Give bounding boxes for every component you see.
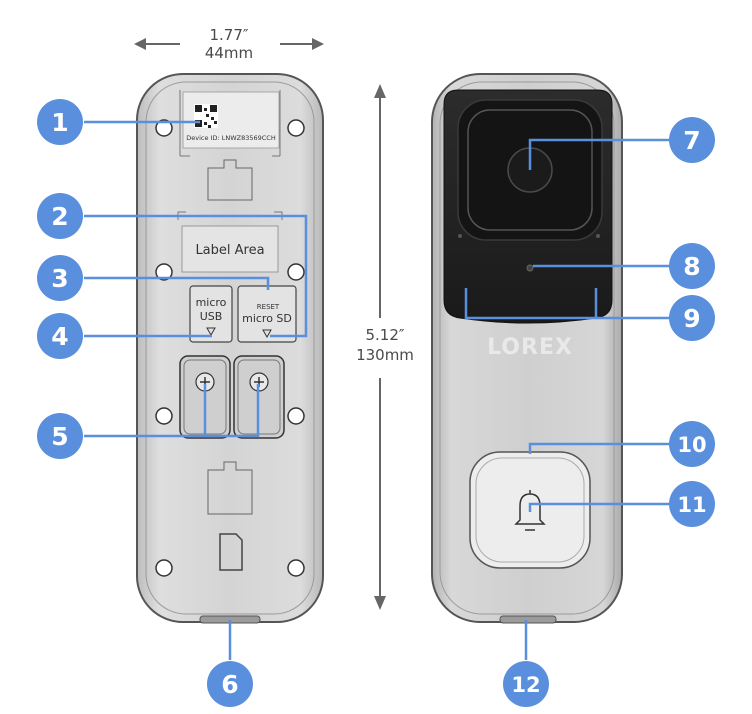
callout-6-label: 6	[221, 670, 238, 699]
callouts: 1 2 3 4 5 6 7 8	[37, 99, 715, 707]
device-label: Device ID: LNWZ83569CCH	[179, 90, 281, 157]
bottom-slot	[499, 615, 557, 624]
callout-2-label: 2	[51, 202, 68, 231]
callout-2: 2	[37, 193, 83, 239]
brand-logo: LOREX	[487, 335, 573, 360]
callout-11-label: 11	[677, 493, 706, 517]
arrow-left-icon	[134, 38, 180, 50]
callout-10: 10	[669, 421, 715, 467]
callout-3: 3	[37, 255, 83, 301]
bell-icon	[514, 490, 546, 531]
width-inches: 1.77″	[209, 26, 248, 44]
sd-card-icon	[219, 533, 243, 571]
height-inches: 5.12″	[365, 326, 404, 344]
micro-usb-port: micro USB	[189, 285, 233, 343]
screw-recesses	[179, 355, 285, 439]
callout-8: 8	[669, 243, 715, 289]
triangle-down-icon	[262, 329, 272, 339]
callout-12-label: 12	[511, 673, 540, 697]
callout-11: 11	[669, 481, 715, 527]
callout-3-label: 3	[51, 264, 68, 293]
height-mm: 130mm	[356, 346, 414, 364]
callout-5: 5	[37, 413, 83, 459]
micro-sd-slot: RESET micro SD	[237, 285, 297, 343]
leader-lines	[84, 120, 690, 660]
callout-4: 4	[37, 313, 83, 359]
width-dimension: 1.77″ 44mm	[134, 26, 324, 62]
callout-7: 7	[669, 117, 715, 163]
reset-text: RESET	[257, 303, 280, 311]
width-mm: 44mm	[205, 44, 253, 62]
arrow-double-vertical-icon	[374, 84, 386, 610]
height-dimension: 5.12″ 130mm	[356, 84, 414, 610]
callout-8-label: 8	[683, 252, 700, 281]
callout-4-label: 4	[51, 322, 68, 351]
mount-tab-upper	[207, 159, 253, 201]
arrow-right-icon	[280, 38, 324, 50]
callout-10-label: 10	[677, 433, 706, 457]
micro-usb-line2: USB	[200, 310, 223, 323]
back-panel: Device ID: LNWZ83569CCH Label Area micro…	[136, 73, 324, 624]
device-id-text: Device ID: LNWZ83569CCH	[186, 134, 276, 142]
front-panel: LOREX	[431, 73, 623, 624]
callout-5-label: 5	[51, 422, 68, 451]
callout-1: 1	[37, 99, 83, 145]
triangle-down-icon	[206, 327, 216, 337]
callout-9: 9	[669, 295, 715, 341]
callout-6: 6	[207, 661, 253, 707]
callout-9-label: 9	[683, 304, 700, 333]
label-area: Label Area	[177, 211, 283, 273]
callout-7-label: 7	[683, 126, 700, 155]
callout-1-label: 1	[51, 108, 68, 137]
mount-holes	[155, 119, 305, 577]
callout-12: 12	[503, 661, 549, 707]
label-area-text: Label Area	[195, 243, 264, 258]
micro-sd-text: micro SD	[242, 312, 292, 325]
qr-code-icon	[194, 104, 218, 128]
micro-usb-line1: micro	[196, 296, 227, 309]
mount-tab-lower	[207, 461, 253, 515]
light-sensor	[526, 264, 534, 272]
